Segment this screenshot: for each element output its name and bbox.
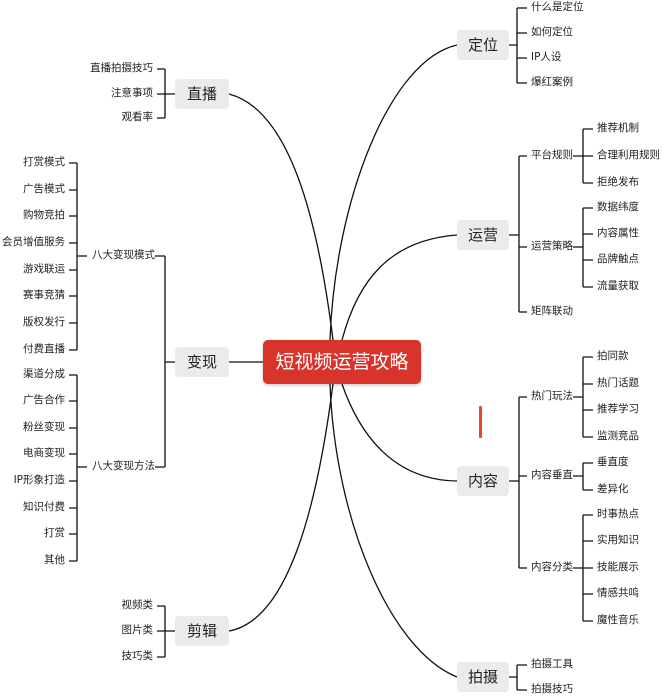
sub-vertical[interactable]: 内容垂直 (531, 469, 573, 481)
leaf-models-6[interactable]: 版权发行 (23, 316, 65, 328)
leaf-vertical-1[interactable]: 差异化 (597, 483, 629, 495)
branch-neirong[interactable]: 内容 (457, 466, 509, 496)
branch-dingwei[interactable]: 定位 (457, 30, 509, 60)
leaf-category-2[interactable]: 技能展示 (597, 561, 639, 573)
leaf-jianji-2[interactable]: 技巧类 (121, 650, 154, 662)
leaf-category-1[interactable]: 实用知识 (597, 534, 639, 546)
leaf-methods-3[interactable]: 电商变现 (23, 447, 65, 459)
leaf-platform-rules-2[interactable]: 拒绝发布 (597, 176, 639, 188)
branch-jianji[interactable]: 剪辑 (175, 616, 229, 646)
leaf-methods-7[interactable]: 其他 (44, 554, 65, 566)
leaf-methods-6[interactable]: 打赏 (44, 527, 65, 539)
leaf-strategy-0[interactable]: 数据纬度 (597, 201, 639, 213)
leaf-hot-play-1[interactable]: 热门话题 (597, 377, 639, 389)
branch-yunying[interactable]: 运营 (457, 220, 509, 250)
link-root-paishe (329, 383, 458, 678)
leaf-methods-1[interactable]: 广告合作 (23, 394, 65, 406)
leaf-models-3[interactable]: 会员增值服务 (2, 236, 65, 248)
sub-platform-rules[interactable]: 平台规则 (531, 149, 573, 161)
leaf-category-3[interactable]: 情感共鸣 (597, 587, 639, 599)
leaf-zhibo-2[interactable]: 观看率 (121, 111, 154, 123)
sub-models[interactable]: 八大变现模式 (92, 249, 155, 261)
leaf-paishe-0[interactable]: 拍摄工具 (531, 658, 573, 670)
link-root-zhibo (228, 93, 334, 341)
sub-matrix[interactable]: 矩阵联动 (531, 305, 573, 317)
branch-zhibo[interactable]: 直播 (175, 79, 229, 109)
leaf-dingwei-2[interactable]: IP人设 (531, 51, 562, 63)
leaf-category-4[interactable]: 魔性音乐 (597, 614, 639, 626)
leaf-methods-5[interactable]: 知识付费 (23, 501, 65, 513)
branch-bianxian[interactable]: 变现 (175, 347, 229, 377)
leaf-hot-play-3[interactable]: 监测竞品 (597, 430, 639, 442)
leaf-platform-rules-1[interactable]: 合理利用规则 (597, 149, 660, 161)
branch-paishe[interactable]: 拍摄 (457, 662, 509, 692)
leaf-dingwei-0[interactable]: 什么是定位 (531, 1, 584, 13)
leaf-hot-play-0[interactable]: 拍同款 (597, 350, 629, 362)
leaf-methods-0[interactable]: 渠道分成 (23, 368, 65, 380)
leaf-strategy-2[interactable]: 品牌触点 (597, 253, 639, 265)
leaf-models-5[interactable]: 赛事竞猜 (23, 289, 65, 301)
link-root-yunying (341, 234, 458, 341)
leaf-models-4[interactable]: 游戏联运 (23, 263, 65, 275)
leaf-category-0[interactable]: 时事热点 (597, 508, 639, 520)
leaf-methods-4[interactable]: IP形象打造 (13, 474, 65, 486)
red-marker-line (479, 406, 482, 438)
sub-methods[interactable]: 八大变现方法 (92, 460, 155, 472)
sub-strategy[interactable]: 运营策略 (531, 240, 573, 252)
leaf-strategy-3[interactable]: 流量获取 (597, 280, 639, 292)
leaf-models-7[interactable]: 付费直播 (23, 343, 65, 355)
leaf-jianji-0[interactable]: 视频类 (121, 599, 154, 611)
leaf-zhibo-0[interactable]: 直播拍摄技巧 (90, 62, 153, 74)
leaf-models-2[interactable]: 购物竞拍 (23, 209, 65, 221)
link-root-jianji (228, 383, 334, 632)
leaf-zhibo-1[interactable]: 注意事项 (111, 87, 153, 99)
leaf-jianji-1[interactable]: 图片类 (121, 624, 154, 636)
link-root-dingwei (329, 44, 458, 341)
root-topic[interactable]: 短视频运营攻略 (263, 340, 421, 384)
leaf-dingwei-3[interactable]: 爆红案例 (531, 76, 573, 88)
leaf-hot-play-2[interactable]: 推荐学习 (597, 403, 639, 415)
link-root-neirong (341, 383, 458, 482)
sub-category[interactable]: 内容分类 (531, 561, 573, 573)
leaf-models-1[interactable]: 广告模式 (23, 183, 65, 195)
leaf-methods-2[interactable]: 粉丝变现 (23, 421, 65, 433)
sub-hot-play[interactable]: 热门玩法 (531, 390, 573, 402)
leaf-strategy-1[interactable]: 内容属性 (597, 227, 639, 239)
leaf-vertical-0[interactable]: 垂直度 (597, 456, 629, 468)
leaf-paishe-1[interactable]: 拍摄技巧 (531, 683, 573, 695)
leaf-models-0[interactable]: 打赏模式 (23, 156, 65, 168)
leaf-platform-rules-0[interactable]: 推荐机制 (597, 122, 639, 134)
leaf-dingwei-1[interactable]: 如何定位 (531, 26, 573, 38)
